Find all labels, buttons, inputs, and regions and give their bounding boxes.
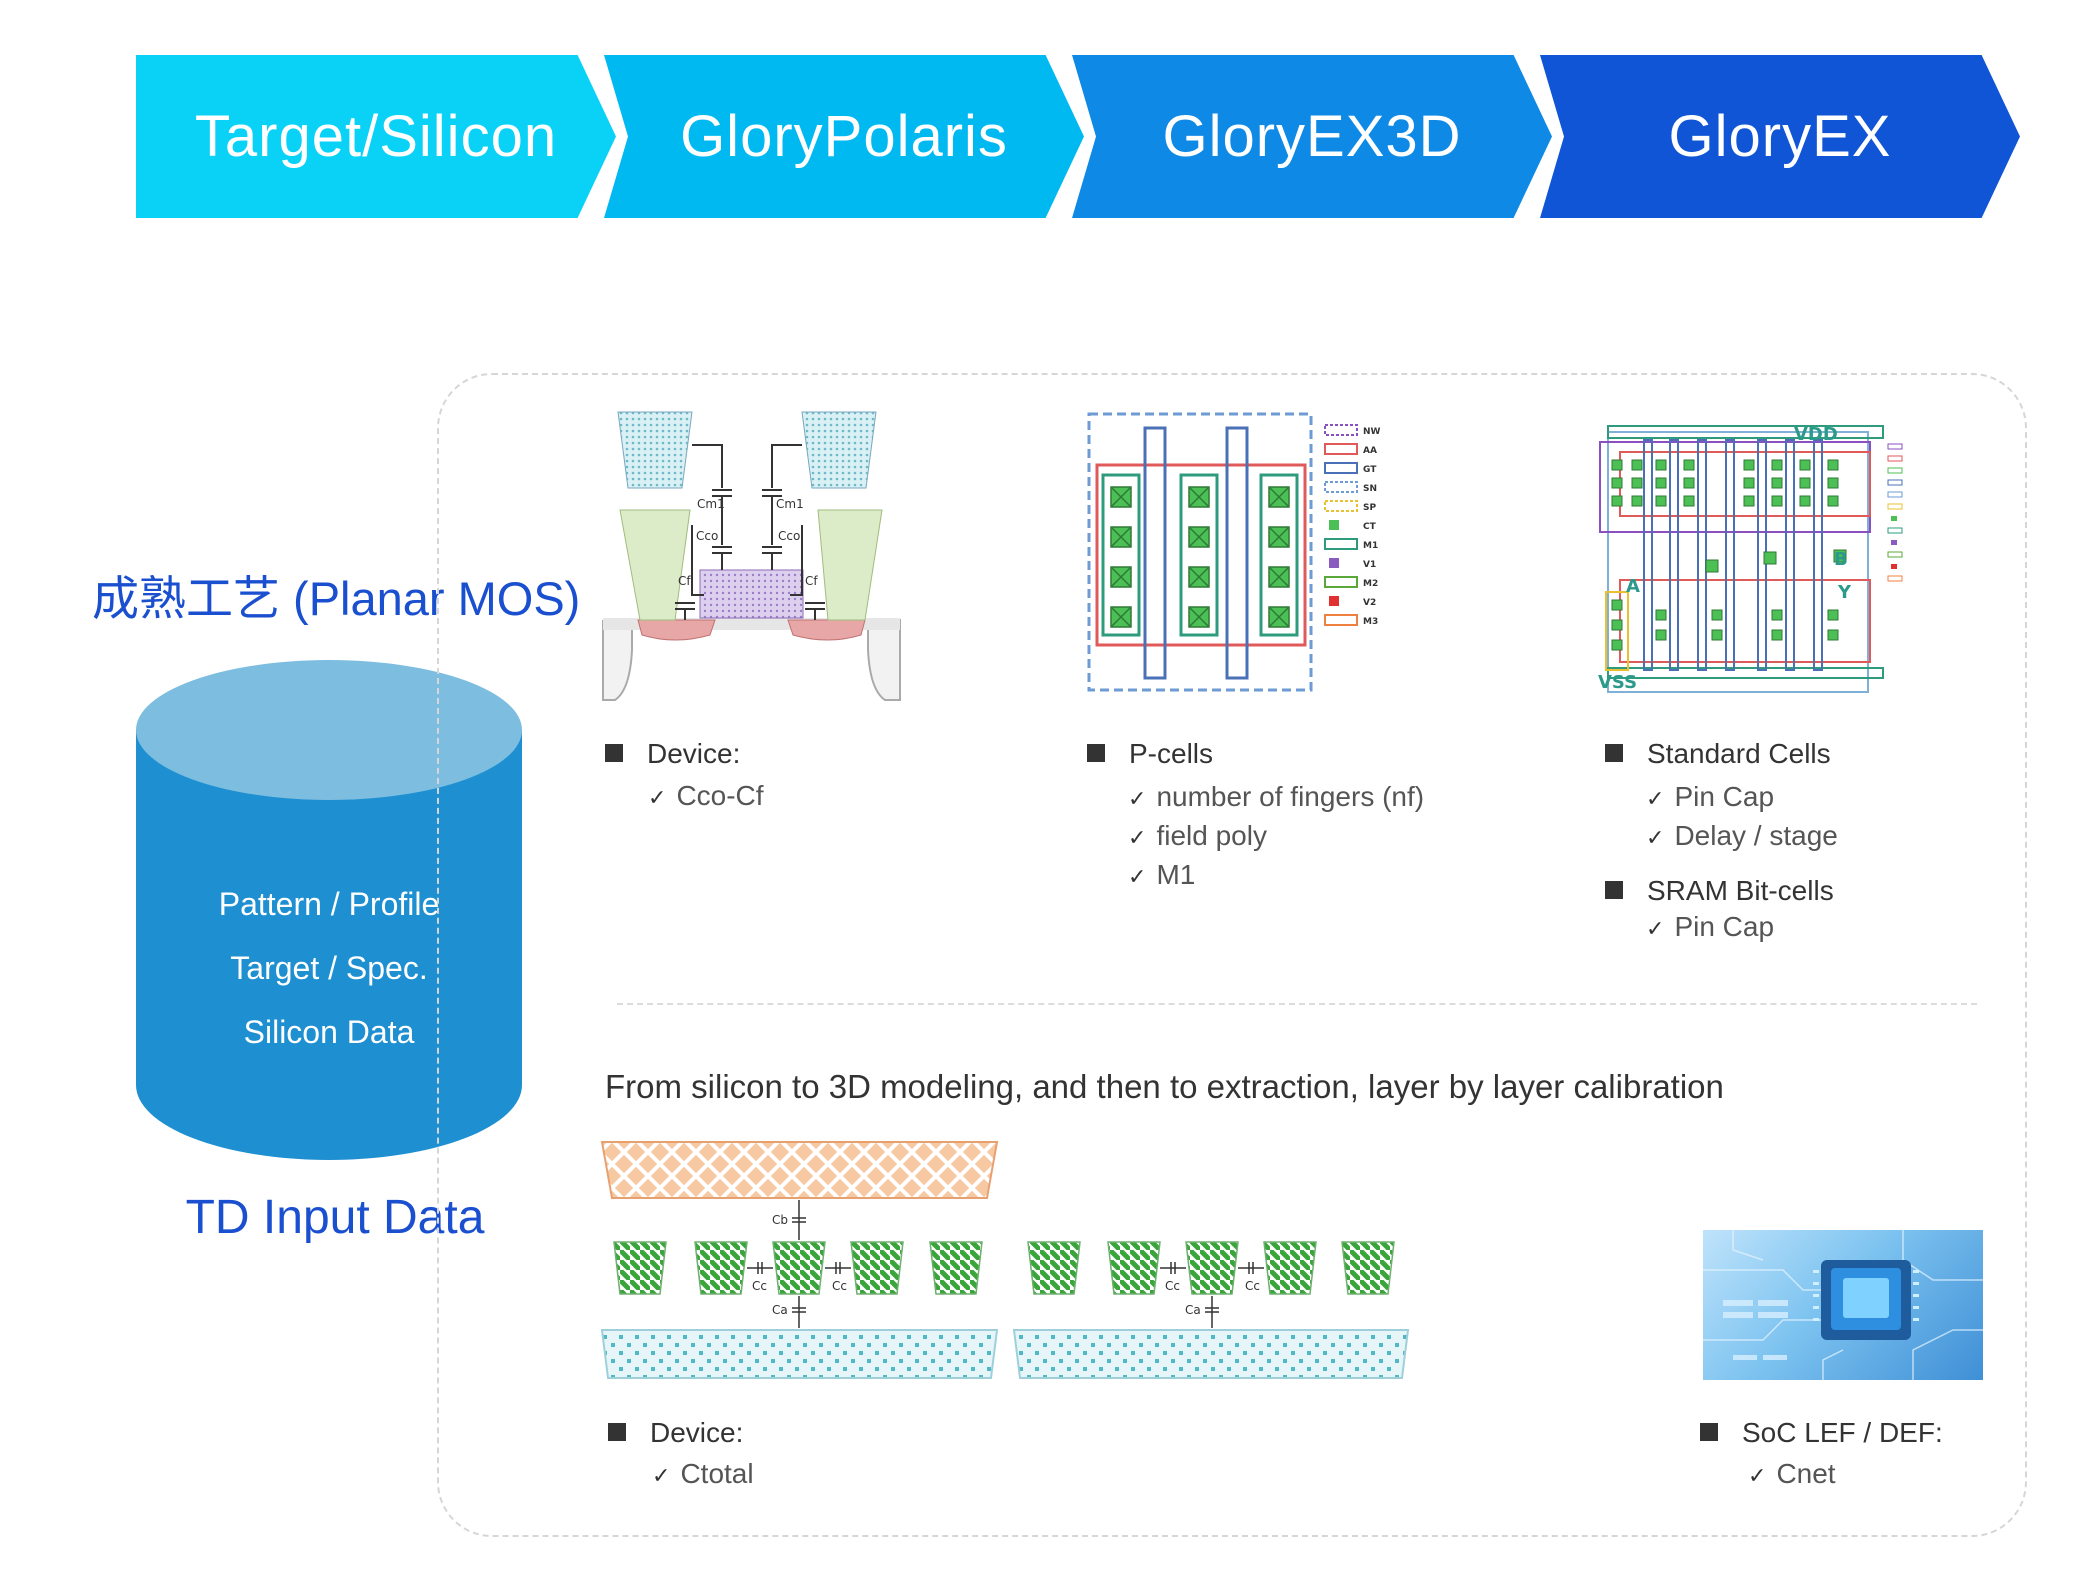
pin-a-label: A bbox=[1626, 576, 1640, 597]
legend-m2: M2 bbox=[1363, 579, 1378, 589]
soc-label: SoC LEF / DEF: bbox=[1742, 1417, 1943, 1448]
check-label: Pin Cap bbox=[1674, 911, 1775, 942]
database-title: TD Input Data bbox=[185, 1191, 485, 1244]
flow-step-label: GloryPolaris bbox=[680, 104, 1008, 169]
soc-check-cnet: ✓ Cnet bbox=[1748, 1458, 1836, 1490]
cap-label-ca-2: Ca bbox=[1185, 1303, 1201, 1317]
database-line-pattern: Pattern / Profile bbox=[218, 886, 440, 922]
check-label: M1 bbox=[1156, 859, 1196, 890]
pcell-layout-diagram: NW AA GT SN SP CT M1 V1 M2 V2 M3 bbox=[1087, 412, 1381, 692]
flow-step-label: GloryEX3D bbox=[1162, 104, 1462, 169]
standard-cell-layout-diagram: VDD VSS A B Y bbox=[1598, 424, 1903, 693]
flow-step-label: GloryEX bbox=[1668, 104, 1892, 169]
pcells-label: P-cells bbox=[1129, 738, 1214, 769]
sram-label: SRAM Bit-cells bbox=[1647, 875, 1834, 906]
cap-label-cb: Cb bbox=[772, 1213, 788, 1227]
database-line-silicon: Silicon Data bbox=[243, 1014, 415, 1050]
device-cross-section-diagram: Cm1 Cm1 Cco Cco Cf Cf bbox=[602, 411, 901, 701]
checkmark-icon: ✓ bbox=[648, 785, 667, 810]
legend-aa: AA bbox=[1363, 446, 1377, 456]
stdcells-label: Standard Cells bbox=[1647, 738, 1831, 769]
pin-b-label: B bbox=[1834, 549, 1848, 570]
bullet-square-icon bbox=[608, 1423, 626, 1441]
bullet-square-icon bbox=[1087, 744, 1105, 762]
flow-step-gloryex3d: GloryEX3D bbox=[1072, 55, 1552, 218]
flow-step-gloryex: GloryEX bbox=[1540, 55, 2020, 218]
legend-v1: V1 bbox=[1363, 560, 1376, 570]
cap-label-cm1-left: Cm1 bbox=[697, 497, 725, 511]
stdcells-bullet: Standard Cells bbox=[1605, 738, 1831, 770]
cap-label-cf-left: Cf bbox=[678, 574, 691, 588]
checkmark-icon: ✓ bbox=[1128, 825, 1147, 850]
pcells-check-m1: ✓ M1 bbox=[1128, 859, 1195, 891]
section-divider bbox=[617, 1003, 1977, 1005]
checkmark-icon: ✓ bbox=[1748, 1463, 1767, 1488]
bottom-device-bullet: Device: bbox=[608, 1417, 743, 1449]
checkmark-icon: ✓ bbox=[1128, 864, 1147, 889]
cap-label-cf-right: Cf bbox=[805, 574, 818, 588]
cap-label-ca: Ca bbox=[772, 1303, 788, 1317]
sram-bullet: SRAM Bit-cells bbox=[1605, 875, 1834, 907]
calibration-caption: From silicon to 3D modeling, and then to… bbox=[605, 1068, 1724, 1105]
interconnect-cross-section-diagram: Cb Cc Cc Ca Cc Cc Ca bbox=[600, 1141, 1410, 1379]
pcells-check-fingers: ✓ number of fingers (nf) bbox=[1128, 781, 1424, 813]
legend-nw: NW bbox=[1363, 427, 1381, 437]
cap-label-cc-2: Cc bbox=[832, 1279, 847, 1293]
cap-label-cc-3: Cc bbox=[1165, 1279, 1180, 1293]
pin-y-label: Y bbox=[1837, 582, 1852, 603]
check-label: Delay / stage bbox=[1674, 820, 1838, 851]
flow-step-label: Target/Silicon bbox=[194, 104, 558, 169]
database-cylinder-icon bbox=[136, 660, 522, 1160]
bullet-square-icon bbox=[1605, 744, 1623, 762]
flow-step-glorypolaris: GloryPolaris bbox=[604, 55, 1084, 218]
soc-chip-image bbox=[1703, 1230, 1983, 1380]
device-check-cco-cf: ✓ Cco-Cf bbox=[648, 780, 764, 812]
pin-vss-label: VSS bbox=[1598, 672, 1637, 693]
checkmark-icon: ✓ bbox=[1646, 825, 1665, 850]
check-label: Ctotal bbox=[680, 1458, 754, 1489]
check-label: Cnet bbox=[1776, 1458, 1836, 1489]
legend-gt: GT bbox=[1363, 465, 1377, 475]
bottom-device-check-ctotal: ✓ Ctotal bbox=[652, 1458, 754, 1490]
check-label: field poly bbox=[1156, 820, 1267, 851]
database-line-target: Target / Spec. bbox=[230, 950, 428, 986]
device-label: Device: bbox=[647, 738, 741, 769]
cap-label-cco-right: Cco bbox=[778, 529, 800, 543]
legend-m3: M3 bbox=[1363, 617, 1378, 627]
pcells-bullet: P-cells bbox=[1087, 738, 1213, 770]
bullet-square-icon bbox=[1605, 881, 1623, 899]
stdcells-check-delay: ✓ Delay / stage bbox=[1646, 820, 1838, 852]
process-title: 成熟工艺 (Planar MOS) bbox=[92, 572, 581, 625]
bullet-square-icon bbox=[1700, 1423, 1718, 1441]
checkmark-icon: ✓ bbox=[1646, 916, 1665, 941]
content-panel bbox=[437, 373, 2027, 1537]
cap-label-cc-4: Cc bbox=[1245, 1279, 1260, 1293]
pcells-check-field-poly: ✓ field poly bbox=[1128, 820, 1267, 852]
legend-ct: CT bbox=[1363, 522, 1377, 532]
chip-icon bbox=[1703, 1230, 1983, 1380]
bullet-square-icon bbox=[605, 744, 623, 762]
checkmark-icon: ✓ bbox=[652, 1463, 671, 1488]
bottom-device-label: Device: bbox=[650, 1417, 744, 1448]
cap-label-cm1-right: Cm1 bbox=[776, 497, 804, 511]
legend-sn: SN bbox=[1363, 484, 1377, 494]
check-label: Pin Cap bbox=[1674, 781, 1775, 812]
check-label: number of fingers (nf) bbox=[1156, 781, 1425, 812]
checkmark-icon: ✓ bbox=[1646, 786, 1665, 811]
pin-vdd-label: VDD bbox=[1794, 424, 1838, 445]
sram-check-pin-cap: ✓ Pin Cap bbox=[1646, 911, 1774, 943]
checkmark-icon: ✓ bbox=[1128, 786, 1147, 811]
legend-sp: SP bbox=[1363, 503, 1376, 513]
flow-step-target-silicon: Target/Silicon bbox=[136, 55, 616, 218]
cap-label-cc-1: Cc bbox=[752, 1279, 767, 1293]
legend-v2: V2 bbox=[1363, 598, 1376, 608]
soc-bullet: SoC LEF / DEF: bbox=[1700, 1417, 1943, 1449]
device-bullet: Device: bbox=[605, 738, 740, 770]
legend-m1: M1 bbox=[1363, 541, 1378, 551]
check-label: Cco-Cf bbox=[676, 780, 764, 811]
stdcells-check-pin-cap: ✓ Pin Cap bbox=[1646, 781, 1774, 813]
cap-label-cco-left: Cco bbox=[696, 529, 718, 543]
